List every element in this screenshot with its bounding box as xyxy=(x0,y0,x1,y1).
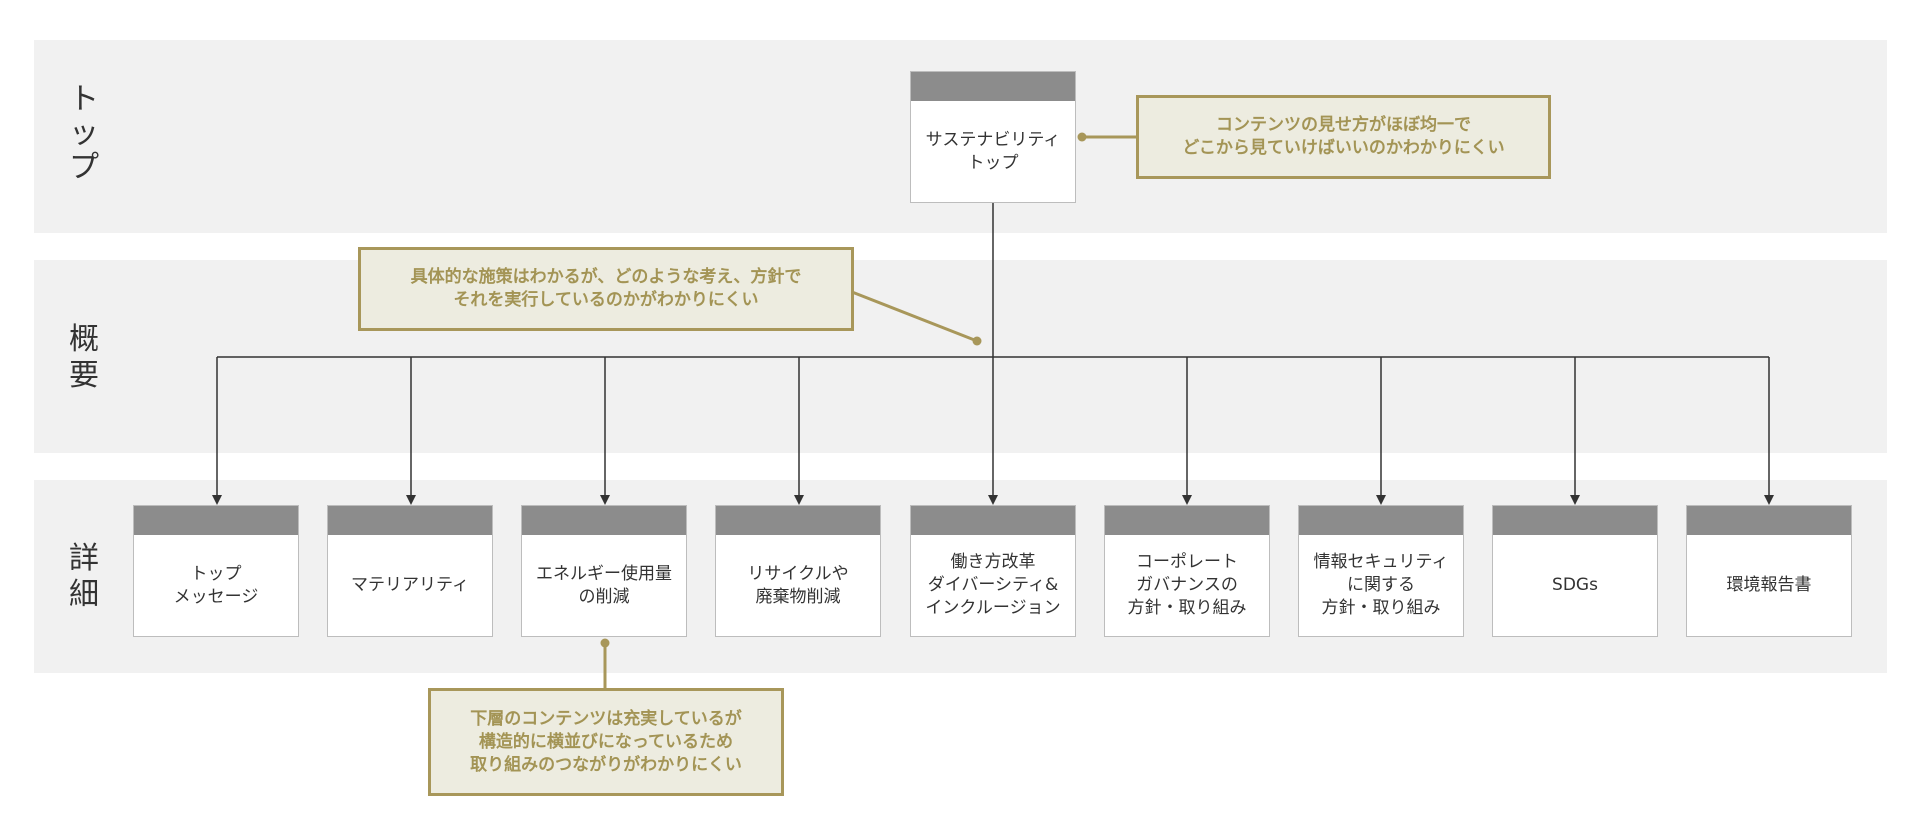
note-top: コンテンツの見せ方がほぼ均一で どこから見ていけばいいのかわかりにくい xyxy=(1136,95,1551,179)
band-label-top-text: トップ xyxy=(69,82,99,185)
note-overview: 具体的な施策はわかるが、どのような考え、方針で それを実行しているのかがわかりに… xyxy=(358,247,854,331)
node-label: コーポレート ガバナンスの 方針・取り組み xyxy=(1127,552,1247,618)
note-overview-leader-dot xyxy=(972,336,982,346)
node-label: SDGs xyxy=(1552,575,1598,595)
band-label-top: トップ xyxy=(64,83,104,185)
node-header xyxy=(911,72,1075,101)
node-label: マテリアリティ xyxy=(351,575,469,595)
node-work-style-diversity: 働き方改革 ダイバーシティ& インクルージョン xyxy=(910,505,1076,637)
node-recycling: リサイクルや 廃棄物削減 xyxy=(715,505,881,637)
node-label: 働き方改革 ダイバーシティ& インクルージョン xyxy=(925,552,1061,618)
node-label: エネルギー使用量 の削減 xyxy=(536,563,672,607)
node-header xyxy=(522,506,686,535)
note-top-leader-dot xyxy=(1077,132,1087,142)
note-detail-leader-dot xyxy=(600,638,610,648)
node-header xyxy=(1687,506,1851,535)
node-header xyxy=(134,506,298,535)
band-label-detail: 詳細 xyxy=(64,541,104,613)
node-header xyxy=(328,506,492,535)
node-header xyxy=(1299,506,1463,535)
node-header xyxy=(911,506,1075,535)
node-sdgs: SDGs xyxy=(1492,505,1658,637)
node-label: リサイクルや 廃棄物削減 xyxy=(747,563,849,607)
drop-lines xyxy=(212,357,1774,505)
node-information-security: 情報セキュリティ に関する 方針・取り組み xyxy=(1298,505,1464,637)
node-header xyxy=(716,506,880,535)
note-detail: 下層のコンテンツは充実しているが 構造的に横並びになっているため 取り組みのつな… xyxy=(428,688,784,796)
node-sustainability-top: サステナビリティ トップ xyxy=(910,71,1076,203)
node-top-message: トップ メッセージ xyxy=(133,505,299,637)
band-label-detail-text: 詳細 xyxy=(69,541,99,612)
node-corporate-governance: コーポレート ガバナンスの 方針・取り組み xyxy=(1104,505,1270,637)
node-environmental-report: 環境報告書 xyxy=(1686,505,1852,637)
node-header xyxy=(1493,506,1657,535)
band-label-overview-text: 概要 xyxy=(69,322,99,393)
node-header xyxy=(1105,506,1269,535)
node-energy-reduction: エネルギー使用量 の削減 xyxy=(521,505,687,637)
band-label-overview: 概要 xyxy=(64,322,104,394)
node-materiality: マテリアリティ xyxy=(327,505,493,637)
node-label: トップ メッセージ xyxy=(173,563,259,607)
node-label: 情報セキュリティ に関する 方針・取り組み xyxy=(1313,552,1449,618)
node-label: 環境報告書 xyxy=(1726,575,1812,595)
note-overview-leader xyxy=(851,290,978,343)
node-label: サステナビリティ トップ xyxy=(925,129,1061,173)
